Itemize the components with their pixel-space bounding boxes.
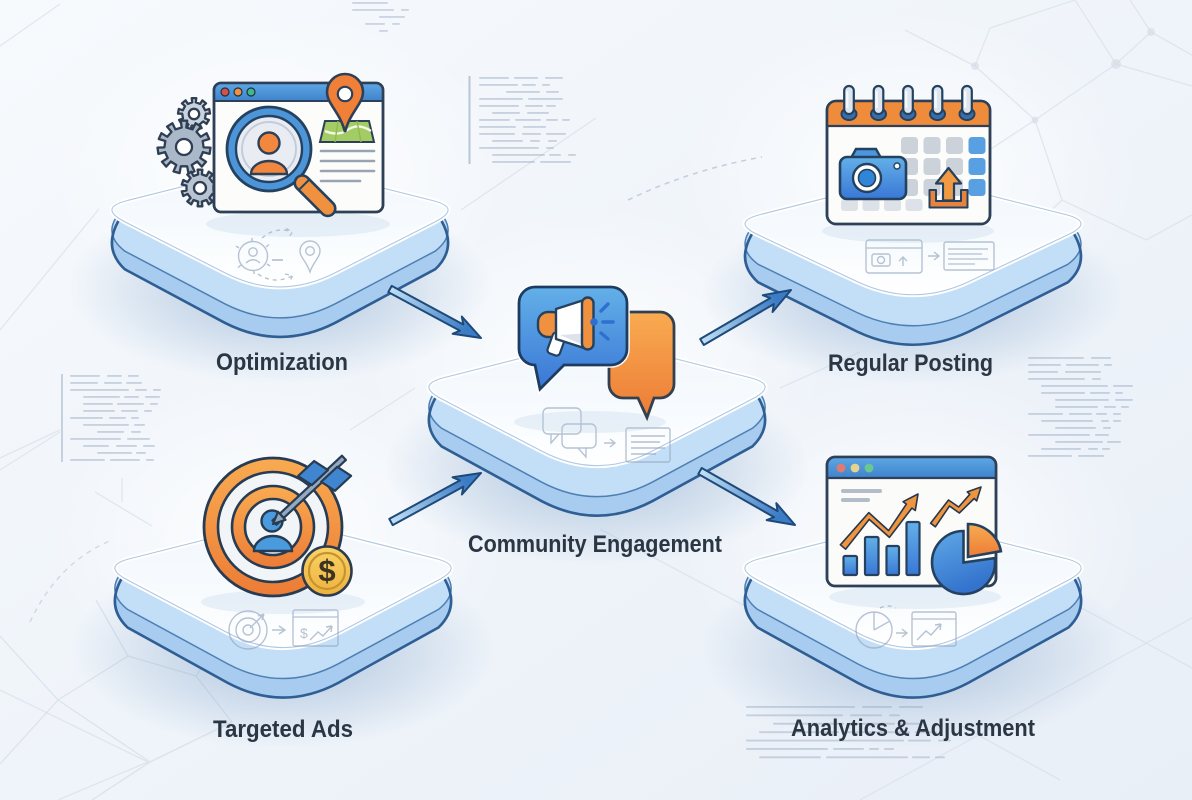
- svg-text:Community Engagement: Community Engagement: [468, 531, 722, 558]
- svg-text:Optimization: Optimization: [216, 349, 348, 376]
- svg-text:Targeted Ads: Targeted Ads: [213, 716, 353, 743]
- svg-text:$: $: [318, 553, 335, 588]
- svg-text:Regular Posting: Regular Posting: [828, 350, 993, 377]
- svg-text:Analytics & Adjustment: Analytics & Adjustment: [791, 715, 1035, 742]
- svg-text:$: $: [300, 625, 308, 641]
